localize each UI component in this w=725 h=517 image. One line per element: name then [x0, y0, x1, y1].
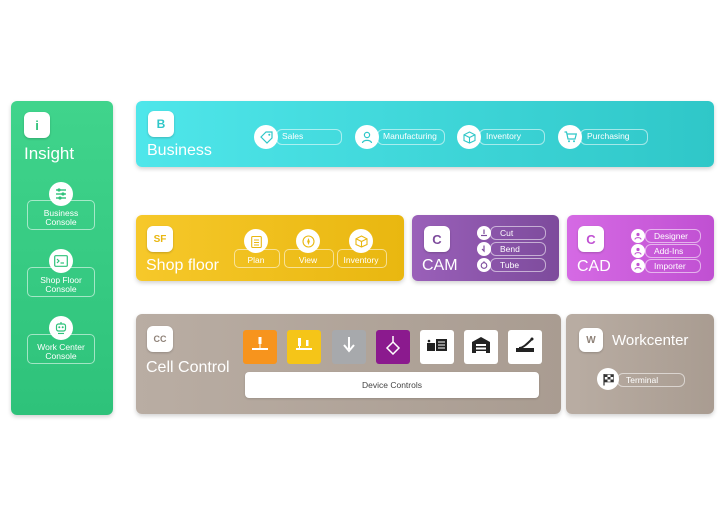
shopfloor-item-label: Plan [247, 255, 265, 265]
cad-title: CAD [577, 258, 611, 275]
business-title: Business [147, 142, 212, 159]
business-logo[interactable]: B [148, 111, 174, 137]
checkered-flag-icon [597, 368, 619, 390]
insight-title: Insight [24, 144, 75, 163]
cellcontrol-title: Cell Control [146, 359, 230, 376]
cad-item-pill [645, 244, 701, 258]
cart-icon [558, 125, 582, 149]
insight-item-box [27, 267, 95, 297]
insight-item-label-1: Work Center [37, 342, 85, 352]
workcenter-panel: W Workcenter Terminal [566, 314, 714, 414]
business-item-label: Sales [282, 131, 304, 141]
shopfloor-item-box [234, 249, 280, 268]
shopfloor-item-label: Inventory [343, 255, 379, 265]
terminal-icon [49, 249, 73, 273]
cam-title: CAM [422, 257, 458, 274]
cad-panel: C CAD Designer Add-Ins Importer [567, 215, 714, 281]
bender-icon [515, 336, 535, 359]
sales-tag-icon [254, 125, 278, 149]
cam-item-label: Cut [500, 228, 514, 238]
cellcontrol-logo[interactable]: CC [147, 326, 173, 352]
designer-icon [631, 229, 645, 243]
cam-panel: C CAM Cut Bend Tube [412, 215, 559, 281]
addins-icon [631, 244, 645, 258]
shopfloor-panel: SF Shop floor Plan View Inventory [136, 215, 404, 281]
workcenter-logo-letter: W [586, 334, 596, 346]
shopfloor-item-box [284, 249, 334, 268]
worker-icon [355, 125, 379, 149]
shopfloor-item-box [337, 249, 387, 268]
robot-icon [49, 316, 73, 340]
insight-logo-letter: i [35, 117, 39, 133]
cellcontrol-logo-letter: CC [153, 334, 167, 344]
shopfloor-item-label: View [298, 255, 318, 265]
insight-item-label-2: Console [45, 351, 77, 361]
cam-item-pill [490, 242, 546, 256]
cad-logo[interactable]: C [578, 226, 604, 252]
cam-item-pill [490, 226, 546, 240]
device-controls-button[interactable]: Device Controls [245, 372, 539, 398]
cut-icon [477, 226, 491, 240]
laser-cutter-icon [250, 336, 270, 359]
tube-icon [477, 258, 491, 272]
workcenter-logo[interactable]: W [579, 328, 603, 352]
cad-item-label: Add-Ins [654, 246, 684, 256]
bend-icon [477, 242, 491, 256]
tube-cutter-icon [384, 335, 402, 360]
insight-item-label-1: Shop Floor [40, 275, 82, 285]
insight-panel: i Insight Business Console Shop Floor Co… [11, 101, 113, 415]
cam-item-pill [490, 258, 546, 272]
press-brake-icon [340, 335, 358, 360]
warehouse-icon [471, 336, 491, 359]
laser-head-icon [294, 336, 314, 359]
insight-item-label-2: Console [45, 284, 77, 294]
shopfloor-title: Shop floor [146, 257, 219, 274]
press-brake-tile[interactable] [332, 330, 366, 364]
laser-cutter-tile[interactable] [243, 330, 277, 364]
cam-logo-letter: C [432, 231, 442, 247]
sliders-icon [49, 182, 73, 206]
insight-item-label-1: Business [43, 208, 79, 218]
laser-head-tile[interactable] [287, 330, 321, 364]
cam-item-label: Tube [500, 260, 520, 270]
business-logo-letter: B [156, 117, 166, 131]
workcenter-terminal-label: Terminal [626, 375, 659, 385]
cad-item-label: Importer [654, 261, 686, 271]
business-item-label: Purchasing [587, 131, 630, 141]
workcenter-terminal-pill [617, 373, 685, 387]
business-item-pill [377, 129, 445, 145]
box-icon [457, 125, 481, 149]
shopfloor-logo-letter: SF [153, 233, 167, 245]
machine-icon [426, 336, 448, 359]
business-item-label: Manufacturing [383, 131, 437, 141]
importer-icon [631, 259, 645, 273]
cellcontrol-panel: CC Cell Control Device [136, 314, 561, 414]
cam-item-label: Bend [500, 244, 520, 254]
insight-item-box [27, 200, 95, 230]
business-item-label: Inventory [486, 131, 521, 141]
shopfloor-logo[interactable]: SF [147, 226, 173, 252]
warehouse-tile[interactable] [464, 330, 498, 364]
business-item-pill [580, 129, 648, 145]
cam-logo[interactable]: C [424, 226, 450, 252]
cad-item-pill [645, 259, 701, 273]
business-item-pill [479, 129, 545, 145]
cad-item-label: Designer [654, 231, 689, 241]
cad-item-pill [645, 229, 701, 243]
business-panel: B Business Sales Manufacturing Inventory… [136, 101, 714, 167]
device-controls-label: Device Controls [362, 380, 422, 390]
insight-item-label-2: Console [45, 217, 77, 227]
business-item-pill [276, 129, 342, 145]
tube-cutter-tile[interactable] [376, 330, 410, 364]
bender-tile[interactable] [508, 330, 542, 364]
insight-logo[interactable]: i [24, 112, 50, 138]
insight-item-box [27, 334, 95, 364]
cad-logo-letter: C [586, 231, 596, 247]
machine-tile[interactable] [420, 330, 454, 364]
workcenter-title: Workcenter [612, 332, 689, 349]
